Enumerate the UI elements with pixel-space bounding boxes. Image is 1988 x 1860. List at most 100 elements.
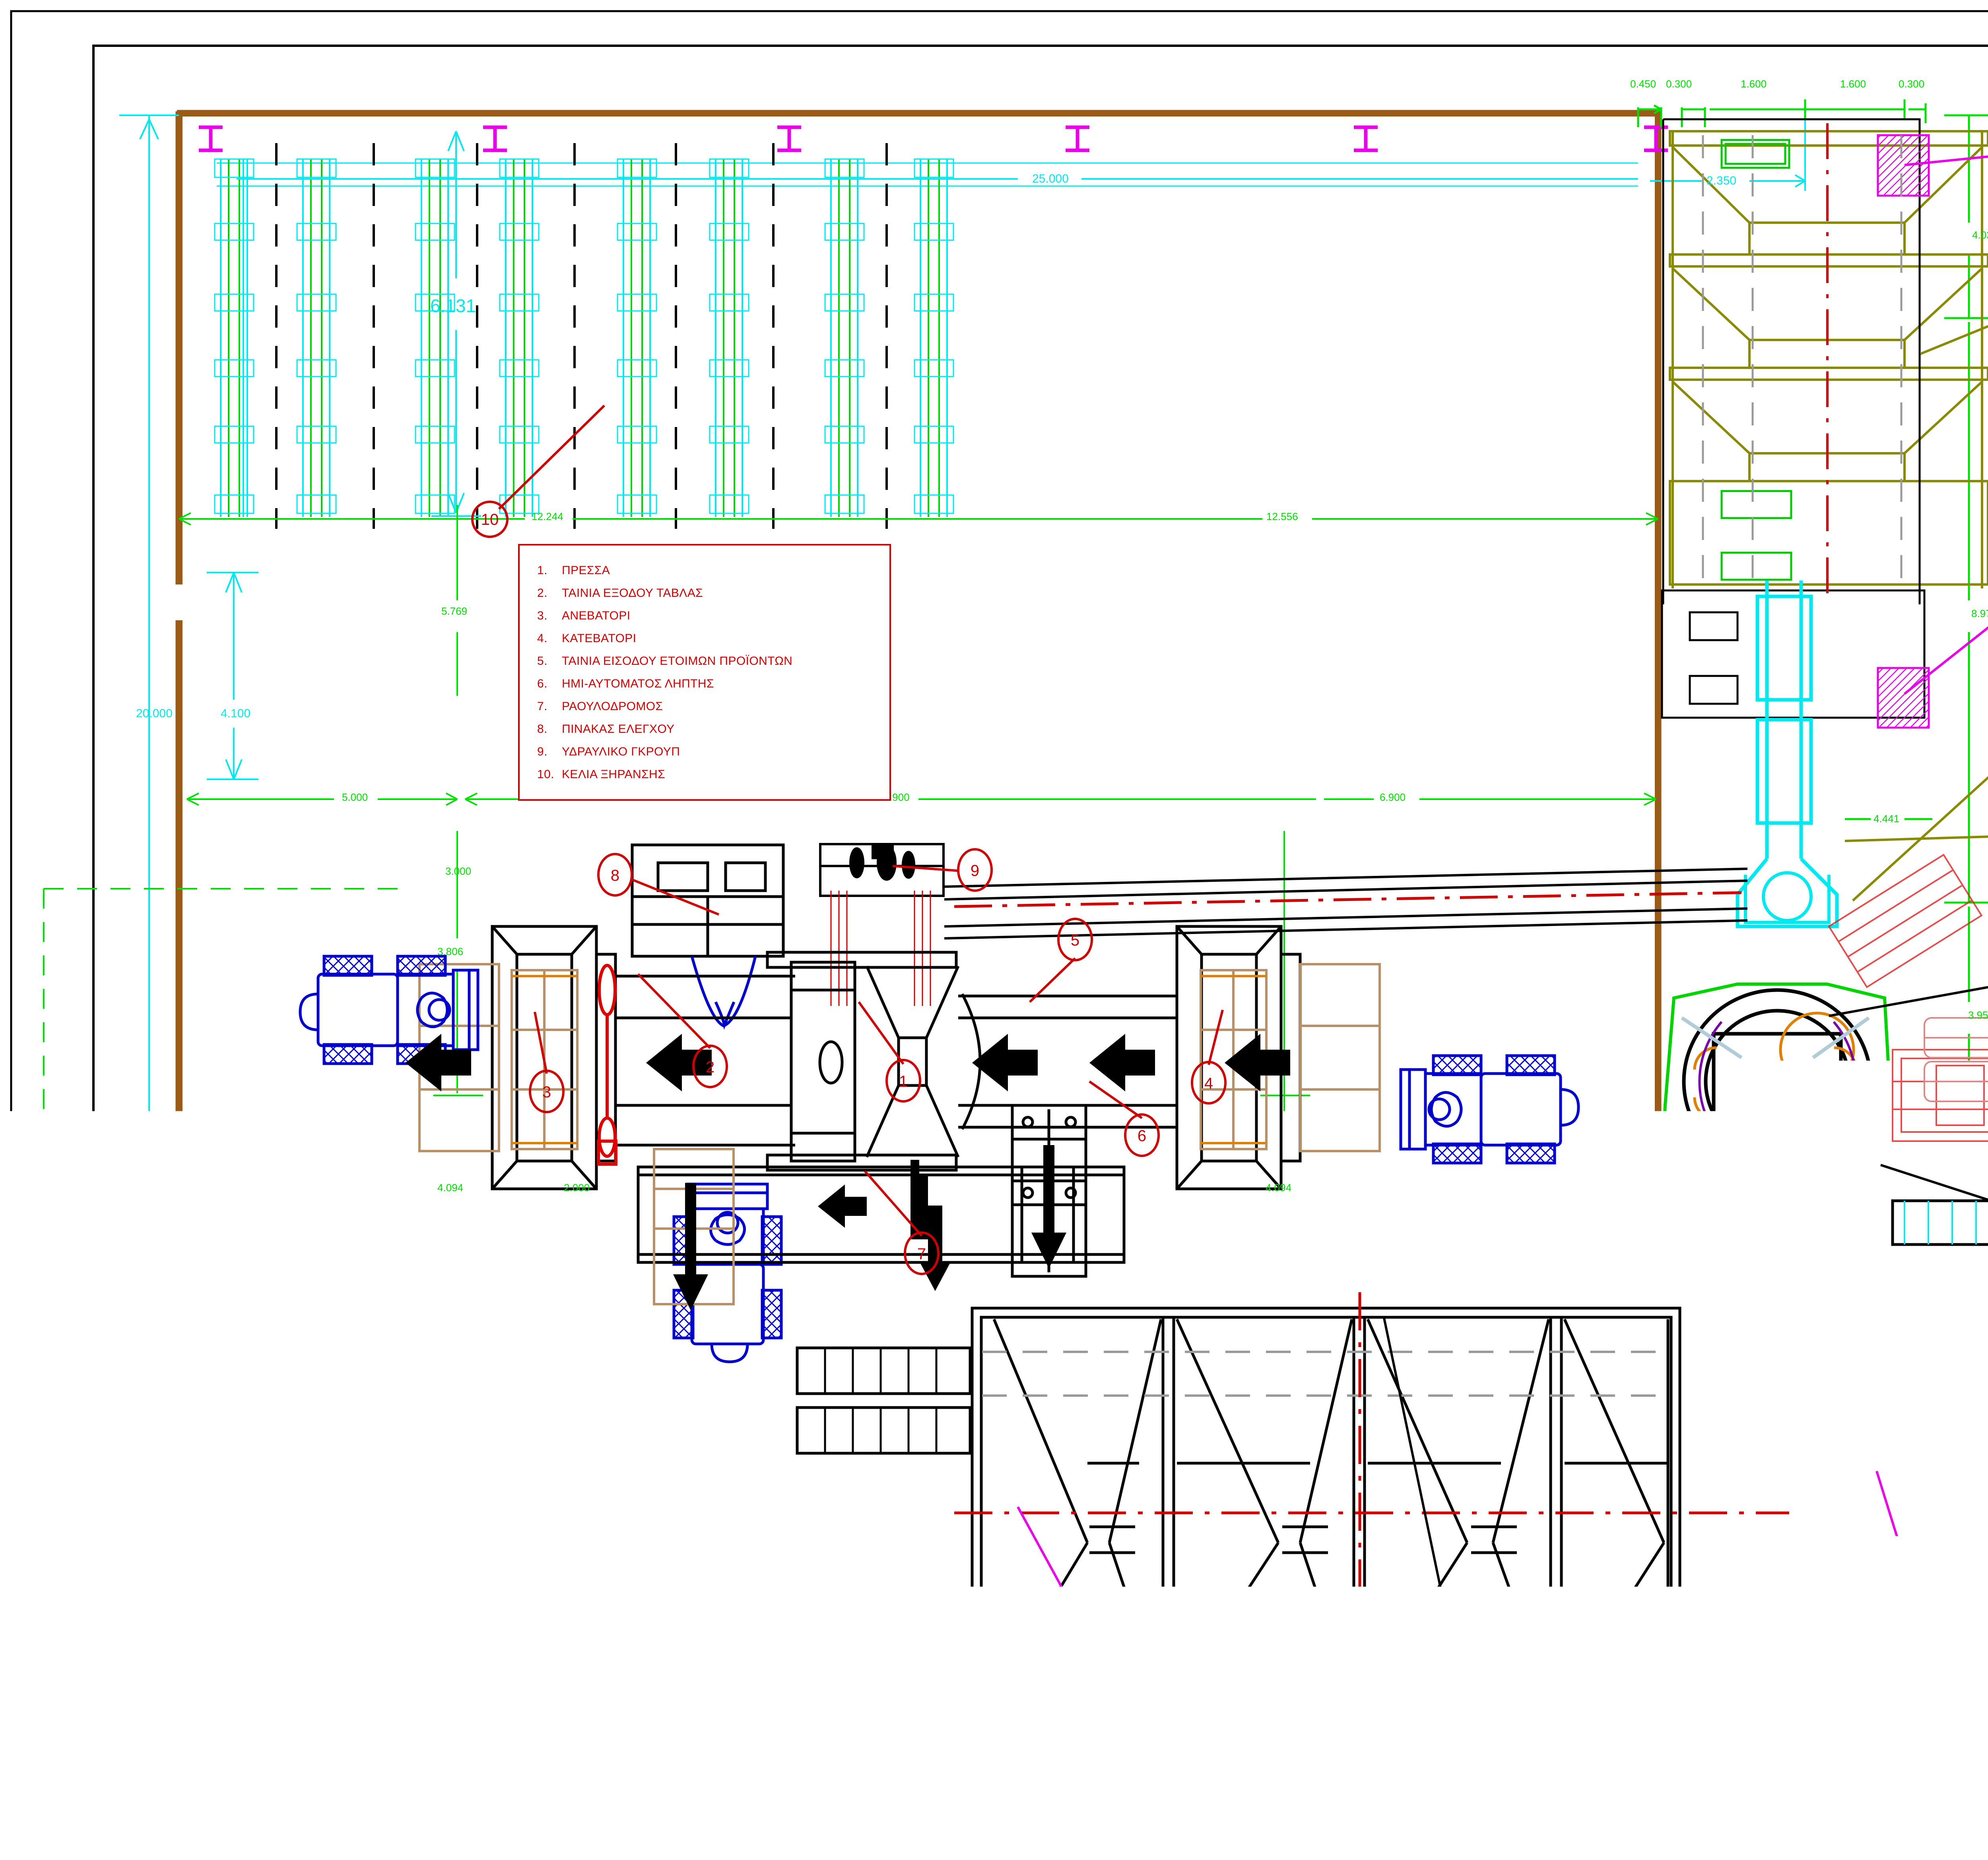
drain-pits <box>996 135 1929 1517</box>
svg-text:7: 7 <box>917 1245 926 1263</box>
label-aggregate-bins-bottom-line1: 4 ΑΠΟΘΗΚΕΣ ΑΔΡΑΝΩΝ <box>1474 1649 1576 1660</box>
company-logo: TEXNOKAT MACHINERY INDUSTRIES <box>1958 1681 1988 1789</box>
svg-text:3: 3 <box>542 1083 551 1101</box>
logo-tagline: MACHINERY INDUSTRIES <box>1965 1763 1988 1767</box>
dim-3950: 3.950 <box>1968 1009 1988 1021</box>
building-outline <box>177 111 1660 1305</box>
dim-4094-left: 4.094 <box>437 1182 463 1194</box>
legend-item-6-number: 6. <box>537 672 562 695</box>
dim-3000: 3.000 <box>445 865 471 878</box>
legend-item-10-number: 10. <box>537 763 562 786</box>
dim-0450: 0.450 <box>1630 78 1656 90</box>
legend-item-3-number: 3. <box>537 604 562 627</box>
item-balloons <box>472 406 1225 1274</box>
ghost-equipment-red <box>1924 1018 1988 1101</box>
dim-1600-a: 1.600 <box>1741 78 1767 90</box>
label-drain-pit-bottom-right-line1: ΦΡΕΑΤΙΟ 80*80*60 <box>1940 1649 1988 1660</box>
aggregate-silos-top-right <box>1670 131 1988 588</box>
legend-item-2: 2.ΤΑΙΝΙΑ ΕΞΟΔΟΥ ΤΑΒΛΑΣ <box>537 582 889 604</box>
silo-structural-outline <box>1662 119 1924 718</box>
legend-item-7-label: ΡΑΟΥΛΟΔΡΟΜΟΣ <box>562 700 663 713</box>
svg-text:9: 9 <box>971 862 979 880</box>
legend-item-9-label: ΥΔΡΑΥΛΙΚΟ ΓΚΡΟΥΠ <box>562 745 680 758</box>
legend-item-9: 9.ΥΔΡΑΥΛΙΚΟ ΓΚΡΟΥΠ <box>537 740 889 763</box>
label-drain-pit-bottom-left-line1: ΦΡΕΑΤΙΟ 80*80*60 <box>1113 1649 1190 1660</box>
legend-item-3-label: ΑΝΕΒΑΤΟΡΙ <box>562 609 631 622</box>
copyright-line-2: η αποθήκευσή του σε βάση δεδομένων, η φω… <box>126 1702 439 1712</box>
legend-item-6-label: ΗΜΙ-ΑΥΤΟΜΑΤΟΣ ΛΗΠΤΗΣ <box>562 677 714 690</box>
dim-2350: 2.350 <box>1706 174 1736 188</box>
legend-item-3: 3.ΑΝΕΒΑΤΟΡΙ <box>537 604 889 627</box>
legend-item-6: 6.ΗΜΙ-ΑΥΤΟΜΑΤΟΣ ΛΗΠΤΗΣ <box>537 672 889 695</box>
copyright-line-6: και τη Διεθνή Σύμβαση της Βέρνης (που έχ… <box>126 1743 439 1753</box>
equipment-legend: 1.ΠΡΕΣΣΑ 2.ΤΑΙΝΙΑ ΕΞΟΔΟΥ ΤΑΒΛΑΣ 3.ΑΝΕΒΑΤ… <box>518 544 891 801</box>
legend-item-4: 4.ΚΑΤΕΒΑΤΟΡΙ <box>537 627 889 650</box>
legend-item-5-label: ΤΑΙΝΙΑ ΕΙΣΟΔΟΥ ΕΤΟΙΜΩΝ ΠΡΟΪΟΝΤΩΝ <box>562 654 792 668</box>
legend-item-5: 5.ΤΑΙΝΙΑ ΕΙΣΟΔΟΥ ΕΤΟΙΜΩΝ ΠΡΟΪΟΝΤΩΝ <box>537 650 889 672</box>
legend-item-2-label: ΤΑΙΝΙΑ ΕΞΟΔΟΥ ΤΑΒΛΑΣ <box>562 586 703 600</box>
label-aggregate-bins-bottom-line2: ΤΥΠΟΣ ARISTOTELIS <box>1480 1677 1569 1687</box>
legend-item-10-label: ΚΕΛΙΑ ΞΗΡΑΝΣΗΣ <box>562 768 665 781</box>
svg-text:2: 2 <box>706 1058 714 1076</box>
dim-3806: 3.806 <box>437 946 463 958</box>
hydraulic-group <box>820 844 944 896</box>
control-panel <box>632 845 783 956</box>
dim-20000: 20.000 <box>136 707 173 720</box>
legend-item-8-label: ΠΙΝΑΚΑΣ ΕΛΕΓΧΟΥ <box>562 722 675 736</box>
dim-8970: 8.970 <box>1971 608 1988 620</box>
legend-item-7: 7.ΡΑΟΥΛΟΔΡΟΜΟΣ <box>537 695 889 718</box>
legend-item-4-label: ΚΑΤΕΒΑΤΟΡΙ <box>562 632 636 645</box>
dim-1600-b: 1.600 <box>1840 78 1866 90</box>
copyright-line-5: σύμφωνα με τον Ν.212/1993 (όπως έχει τρο… <box>126 1733 439 1743</box>
dim-5000: 5.000 <box>342 791 368 804</box>
svg-text:5: 5 <box>1071 932 1079 949</box>
dim-4094-right: 4.094 <box>1266 1182 1291 1194</box>
dim-0300-a: 0.300 <box>1666 78 1692 90</box>
legend-list: 1.ΠΡΕΣΣΑ 2.ΤΑΙΝΙΑ ΕΞΟΔΟΥ ΤΑΒΛΑΣ 3.ΑΝΕΒΑΤ… <box>520 546 889 786</box>
legend-item-1: 1.ΠΡΕΣΣΑ <box>537 559 889 582</box>
copyright-line-3: και γενικά η καθ' οιονδήποτε τρόπο ολική… <box>126 1712 439 1722</box>
title-block: TEXNOKAT MACHINERY INDUSTRIES DESCR. ΚΑΤ… <box>1956 1679 1988 1791</box>
dim-6900: 6.900 <box>1380 791 1406 804</box>
planetary-mixer-p1000 <box>1662 855 1988 1252</box>
silo-hidden-lines <box>1703 135 1901 588</box>
dim-5500: 5.500 <box>339 1182 365 1194</box>
legend-item-1-label: ΠΡΕΣΣΑ <box>562 564 610 577</box>
legend-item-5-number: 5. <box>537 650 562 672</box>
hexagon-logo-icon <box>1982 1703 1988 1745</box>
svg-text:8: 8 <box>611 867 619 884</box>
dim-4441: 4.441 <box>1873 813 1899 825</box>
svg-text:1: 1 <box>899 1073 908 1090</box>
dim-4100-lower: 4.100 <box>220 1324 250 1338</box>
legend-item-10: 10.ΚΕΛΙΑ ΞΗΡΑΝΣΗΣ <box>537 763 889 786</box>
dim-12244: 12.244 <box>532 511 563 523</box>
dim-4100-upper: 4.100 <box>221 707 250 720</box>
aggregate-bins-bottom <box>797 1292 1789 1773</box>
svg-text:4: 4 <box>1204 1075 1213 1092</box>
dim-5769: 5.769 <box>441 605 467 617</box>
legend-item-4-number: 4. <box>537 627 562 650</box>
svg-text:6: 6 <box>1138 1127 1146 1145</box>
planetary-mixer-p500 <box>1745 873 1829 922</box>
dim-4030: 4.030 <box>1972 229 1988 241</box>
svg-text:10: 10 <box>481 511 499 528</box>
logo-wordmark: TEXNOKAT <box>1961 1746 1988 1761</box>
legend-item-8: 8.ΠΙΝΑΚΑΣ ΕΛΕΓΧΟΥ <box>537 718 889 740</box>
legend-item-1-number: 1. <box>537 559 562 582</box>
copyright-line-4: αυτού χωρίς τη γραπτή προηγούμενη άδεια … <box>126 1722 439 1732</box>
label-drain-pit-bottom-left-line2: ΑΠΟΣΤΡΑΓΓΙΣΗΣ <box>1113 1677 1183 1687</box>
legend-item-7-number: 7. <box>537 695 562 718</box>
legend-item-2-number: 2. <box>537 582 562 604</box>
copyright-notice-box: Απαγορεύεται η αναπαραγωγή του παρόντος … <box>119 1686 446 1766</box>
dim-2000: 2.000 <box>564 1182 590 1194</box>
dim-25000: 25.000 <box>1032 172 1069 186</box>
dim-0300-b: 0.300 <box>1899 78 1924 90</box>
dim-12556: 12.556 <box>1266 511 1298 523</box>
finished-products-belt <box>944 869 1747 938</box>
copyright-line-1: Απαγορεύεται η αναπαραγωγή του παρόντος … <box>126 1692 439 1702</box>
dim-6131: 6.131 <box>430 295 476 316</box>
cyan-dimension-lines <box>119 107 1805 1388</box>
legend-item-9-number: 9. <box>537 740 562 763</box>
